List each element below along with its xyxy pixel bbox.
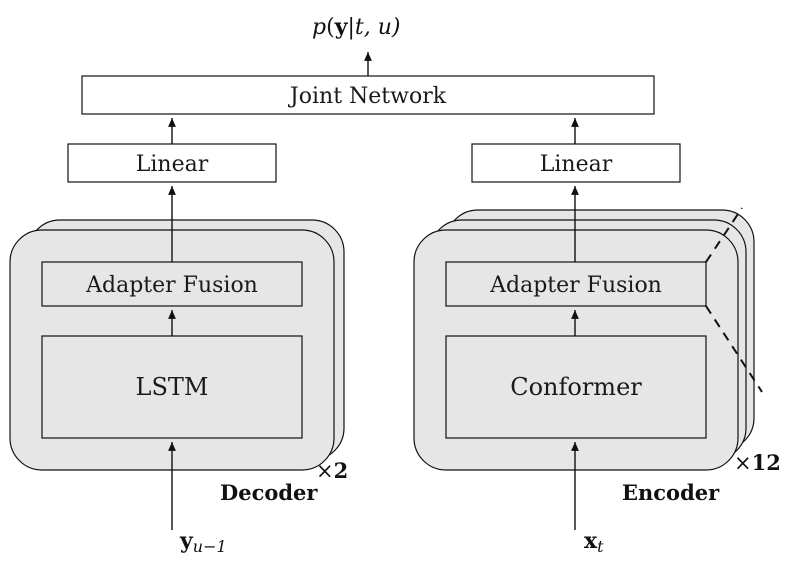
output-open: ( xyxy=(326,15,335,40)
decoder-input-bold: y xyxy=(179,528,194,554)
encoder-input-sub: t xyxy=(597,537,604,556)
encoder-linear-label: Linear xyxy=(540,152,613,177)
encoder-zoom-line-top xyxy=(705,207,743,263)
output-rest: |t, u) xyxy=(347,15,400,40)
decoder-input-label: yu−1 xyxy=(179,528,227,556)
encoder-input-label: xt xyxy=(584,528,604,556)
joint-network-label: Joint Network xyxy=(288,84,447,109)
decoder-input-sub: u−1 xyxy=(193,537,227,556)
decoder-linear-box xyxy=(67,143,277,183)
decoder-linear-label: Linear xyxy=(136,152,209,177)
encoder-repeat: ×12 xyxy=(734,450,781,475)
encoder-repeat-count: 12 xyxy=(752,450,781,475)
output-bold: y xyxy=(334,14,349,40)
decoder-adapter-fusion-label: Adapter Fusion xyxy=(85,273,258,298)
encoder-zoom-line-bottom xyxy=(705,305,763,393)
encoder-adapter-fusion-label: Adapter Fusion xyxy=(489,273,662,298)
svg-text:p(y|t, u): p(y|t, u) xyxy=(312,14,400,40)
decoder-lstm-box xyxy=(41,335,303,439)
encoder-input-bold: x xyxy=(584,528,598,554)
encoder-conformer-box xyxy=(445,335,707,439)
encoder-adapter-fusion-box xyxy=(445,261,707,307)
encoder-repeat-times: × xyxy=(734,451,752,475)
encoder-linear-box xyxy=(471,143,681,183)
decoder-repeat: ×2 xyxy=(316,458,348,483)
decoder-repeat-count: 2 xyxy=(334,458,349,483)
decoder-adapter-fusion-box xyxy=(41,261,303,307)
decoder-lstm-label: LSTM xyxy=(136,373,209,401)
encoder-conformer-label: Conformer xyxy=(510,373,642,401)
encoder-label: Encoder xyxy=(622,480,720,505)
output-func: p xyxy=(312,15,326,40)
decoder-repeat-times: × xyxy=(316,459,334,483)
output-probability-label: p(y|t, u) xyxy=(312,14,400,40)
decoder-label: Decoder xyxy=(220,480,318,505)
joint-network-box xyxy=(81,75,655,115)
